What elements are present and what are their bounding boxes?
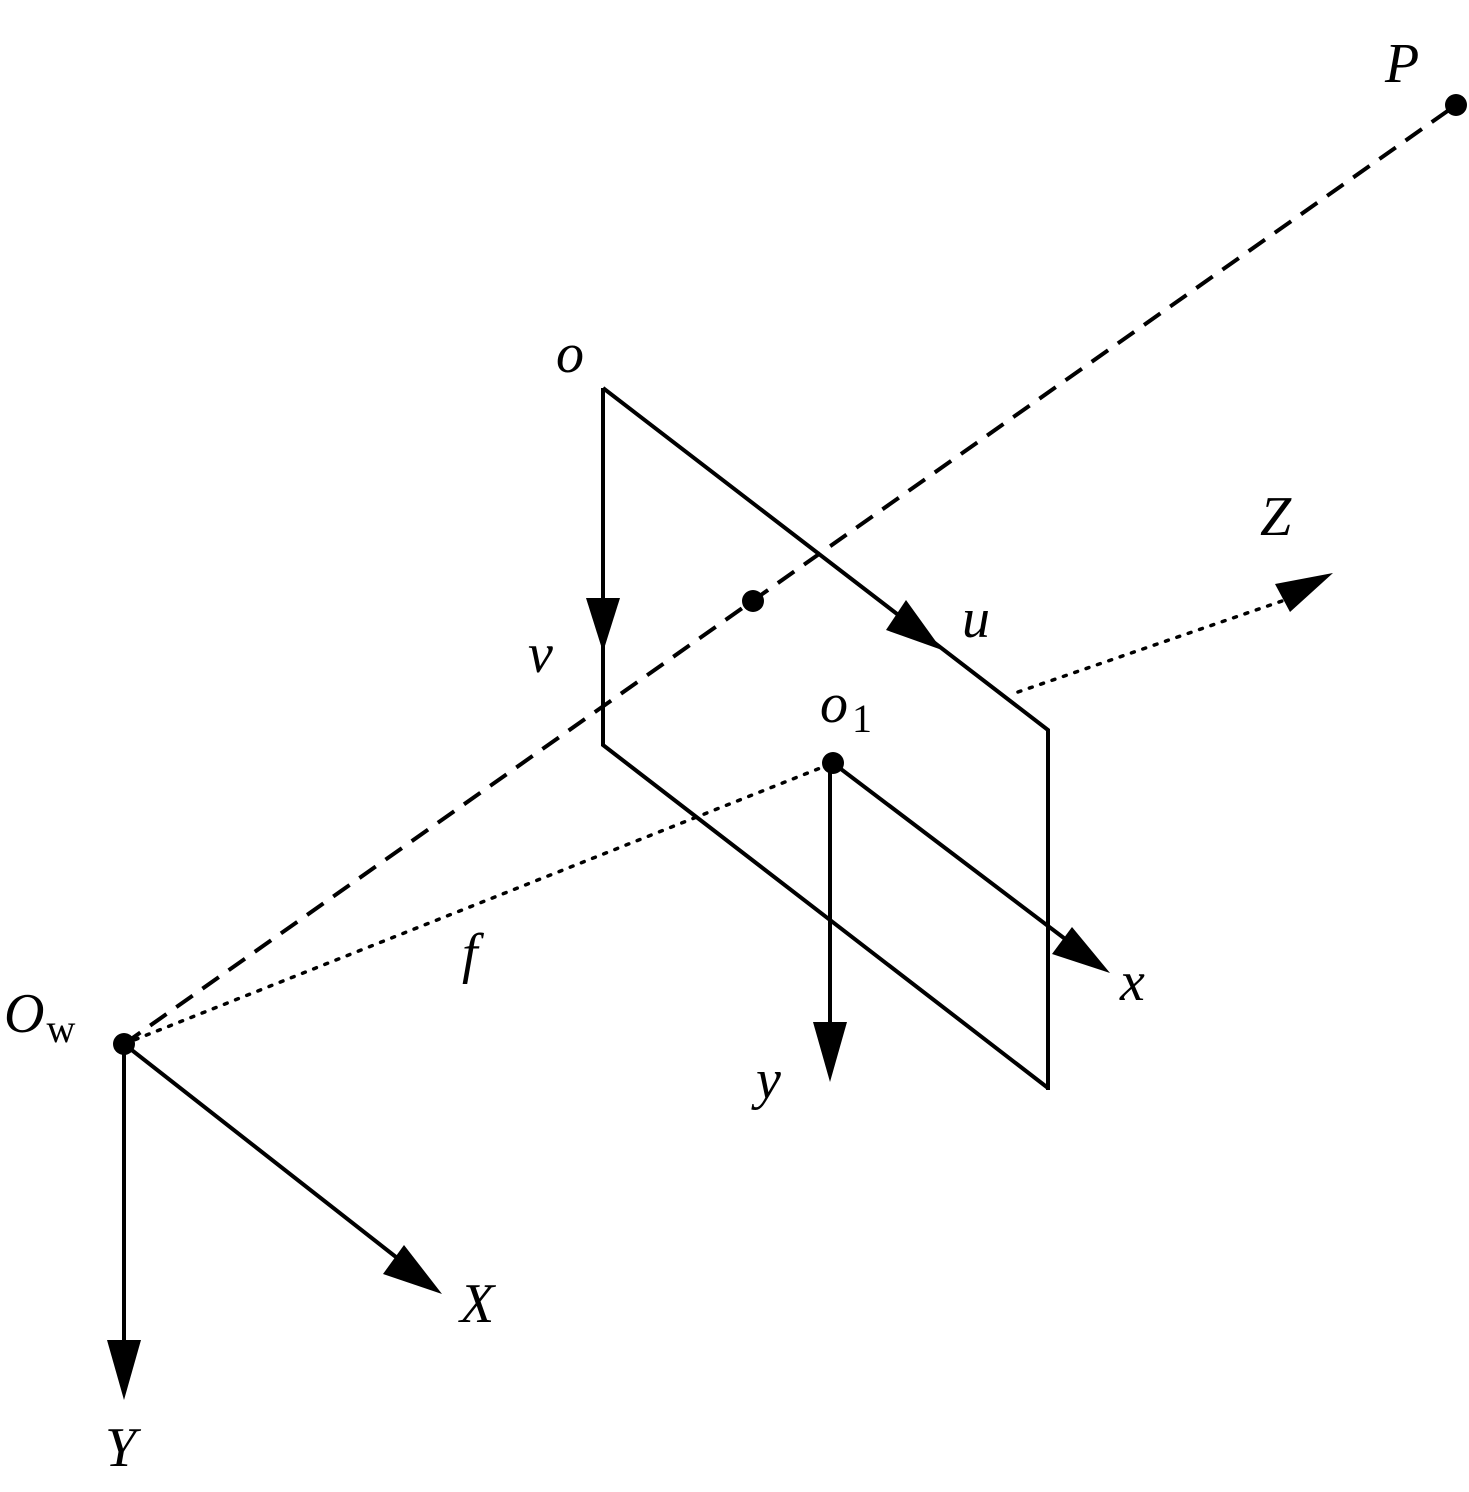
u-axis-arrowhead (886, 600, 942, 650)
label-Z: Z (1260, 486, 1292, 548)
projected-point (742, 590, 764, 612)
world-x-axis-arrowhead (383, 1245, 442, 1294)
focal-length-line (122, 761, 835, 1046)
image-plane-top-right-edge (601, 386, 1050, 1090)
x-axis-arrowhead (1052, 927, 1110, 973)
label-y: y (751, 1049, 781, 1111)
point-P (1445, 94, 1467, 116)
label-o: o (556, 323, 584, 385)
label-v: v (528, 623, 553, 685)
y-axis-arrowhead (813, 1022, 847, 1082)
label-Ow-sub: w (46, 1006, 75, 1051)
z-axis-line (1016, 598, 1287, 694)
label-P: P (1384, 33, 1419, 95)
label-o1-main: o (820, 673, 848, 735)
label-X: X (458, 1273, 497, 1335)
image-plane-left-bottom-edge (601, 388, 1050, 1090)
label-f: f (462, 923, 485, 985)
world-x-axis-line (122, 1042, 412, 1270)
label-Ow: Ow (4, 983, 75, 1051)
v-axis-arrowhead (586, 598, 620, 652)
label-u: u (962, 588, 990, 650)
label-Ow-main: O (4, 983, 44, 1045)
projection-ray (122, 103, 1458, 1046)
world-origin-point (113, 1033, 135, 1055)
z-axis-arrowhead (1275, 573, 1333, 612)
x-axis-line (831, 761, 1087, 956)
label-x: x (1119, 951, 1145, 1013)
label-Y: Y (105, 1417, 142, 1479)
label-o1-sub: 1 (852, 696, 872, 741)
principal-point-o1 (822, 752, 844, 774)
world-y-axis-arrowhead (107, 1340, 141, 1400)
